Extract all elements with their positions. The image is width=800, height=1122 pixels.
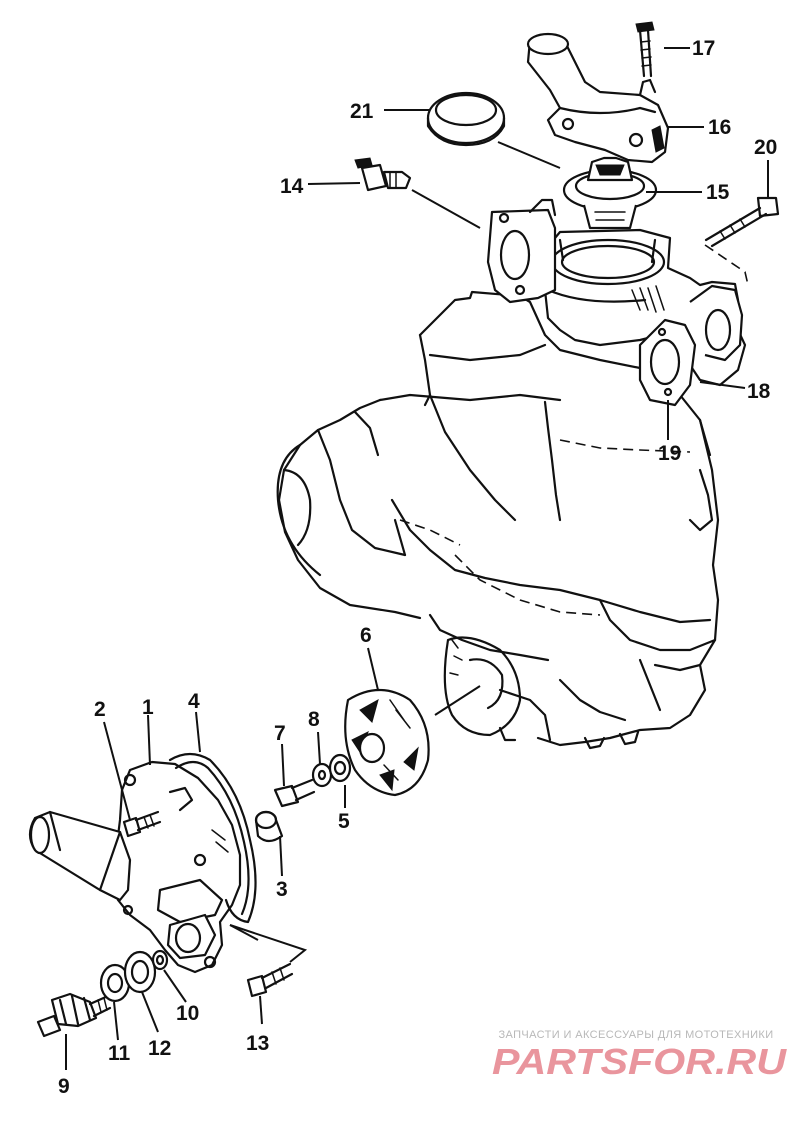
callout-labels: 1 2 3 4 5 6 7 8 9 10 11 12 13 14 15 16 1…: [58, 37, 777, 1098]
leader-lines: [65, 47, 769, 1070]
callout-19: 19: [658, 442, 681, 465]
temp-sender-14: [354, 157, 412, 192]
pump-cover: [28, 760, 242, 974]
callout-3: 3: [276, 878, 288, 901]
thermostat-cover: [526, 32, 670, 164]
callout-2: 2: [94, 698, 106, 721]
gasket-19: [638, 318, 697, 407]
callout-4: 4: [188, 690, 200, 713]
callout-1: 1: [142, 696, 154, 719]
watermark-logo-text: PARTSFOR.RU: [492, 1043, 787, 1081]
plug-9: [36, 992, 112, 1038]
callout-13: 13: [246, 1032, 269, 1055]
watermark-caption: ЗАПЧАСТИ И АКСЕССУАРЫ ДЛЯ МОТОТЕХНИКИ: [498, 1029, 774, 1041]
thermostat: [562, 156, 658, 230]
callout-20: 20: [754, 136, 777, 159]
impeller-6: [344, 689, 430, 797]
assembly-guide-lines: [229, 141, 749, 963]
callout-14: 14: [280, 175, 304, 198]
bolt-7: [273, 778, 316, 808]
callout-7: 7: [274, 722, 286, 745]
callout-11: 11: [108, 1042, 131, 1065]
bolt-20: [704, 196, 780, 248]
callout-15: 15: [706, 181, 730, 204]
callout-8: 8: [308, 708, 320, 731]
sleeve-3: [254, 810, 284, 843]
pump-gasket: [168, 752, 257, 924]
washer-8: [311, 762, 333, 788]
o-ring-21: [426, 91, 506, 147]
callout-18: 18: [747, 380, 771, 403]
callout-21: 21: [350, 100, 374, 123]
washer-10: [151, 949, 169, 971]
callout-6: 6: [360, 624, 372, 647]
callout-5: 5: [338, 810, 350, 833]
bolt-17: [635, 21, 655, 78]
callout-16: 16: [708, 116, 731, 139]
callout-12: 12: [148, 1037, 171, 1060]
washer-12: [123, 950, 157, 994]
watermark-logo: PARTSFOR.RU: [492, 1043, 787, 1081]
callout-10: 10: [176, 1002, 199, 1025]
thermostat-housing: [486, 198, 747, 387]
callout-17: 17: [692, 37, 715, 60]
washer-5: [328, 753, 352, 783]
bolt-13: [246, 962, 294, 998]
callout-9: 9: [58, 1075, 70, 1098]
bolt-2: [122, 810, 162, 838]
washer-11: [99, 963, 131, 1003]
